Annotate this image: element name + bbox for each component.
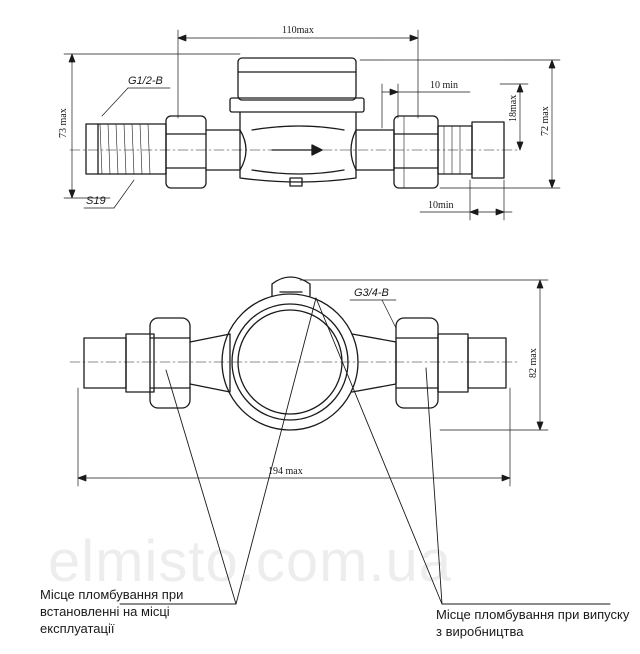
dim-10min-upper: 10 min	[430, 80, 458, 91]
plan-inlet-nut	[149, 317, 191, 409]
bottom-view	[69, 276, 521, 431]
dim-10min-lower: 10min	[428, 200, 454, 211]
seal-installation-note: Місце пломбування при встановленні на мі…	[40, 587, 184, 636]
dim-73max: 73 max	[58, 108, 69, 138]
seal-callouts	[119, 297, 611, 605]
bottom-dimensions	[77, 279, 549, 487]
plan-outlet-nut	[395, 317, 439, 409]
dim-194max: 194 max	[268, 466, 303, 477]
inlet-nut	[165, 115, 207, 189]
top-view	[69, 57, 521, 189]
label-s19: S19	[86, 195, 106, 207]
dim-72max: 72 max	[540, 106, 551, 136]
outlet-nut	[393, 115, 439, 189]
meter-counter-cap	[237, 57, 357, 101]
label-g12b: G1/2-B	[128, 75, 163, 87]
dim-110max: 110max	[282, 25, 314, 36]
plan-meter-body	[221, 293, 359, 431]
dim-82max: 82 max	[528, 348, 539, 378]
top-dimensions	[63, 29, 561, 221]
label-g34b: G3/4-B	[354, 287, 389, 299]
dim-18max: 18max	[508, 95, 519, 122]
watermark: elmisto.com.ua	[48, 529, 453, 594]
seal-factory-note: Місце пломбування при випуску з виробниц…	[436, 607, 630, 639]
